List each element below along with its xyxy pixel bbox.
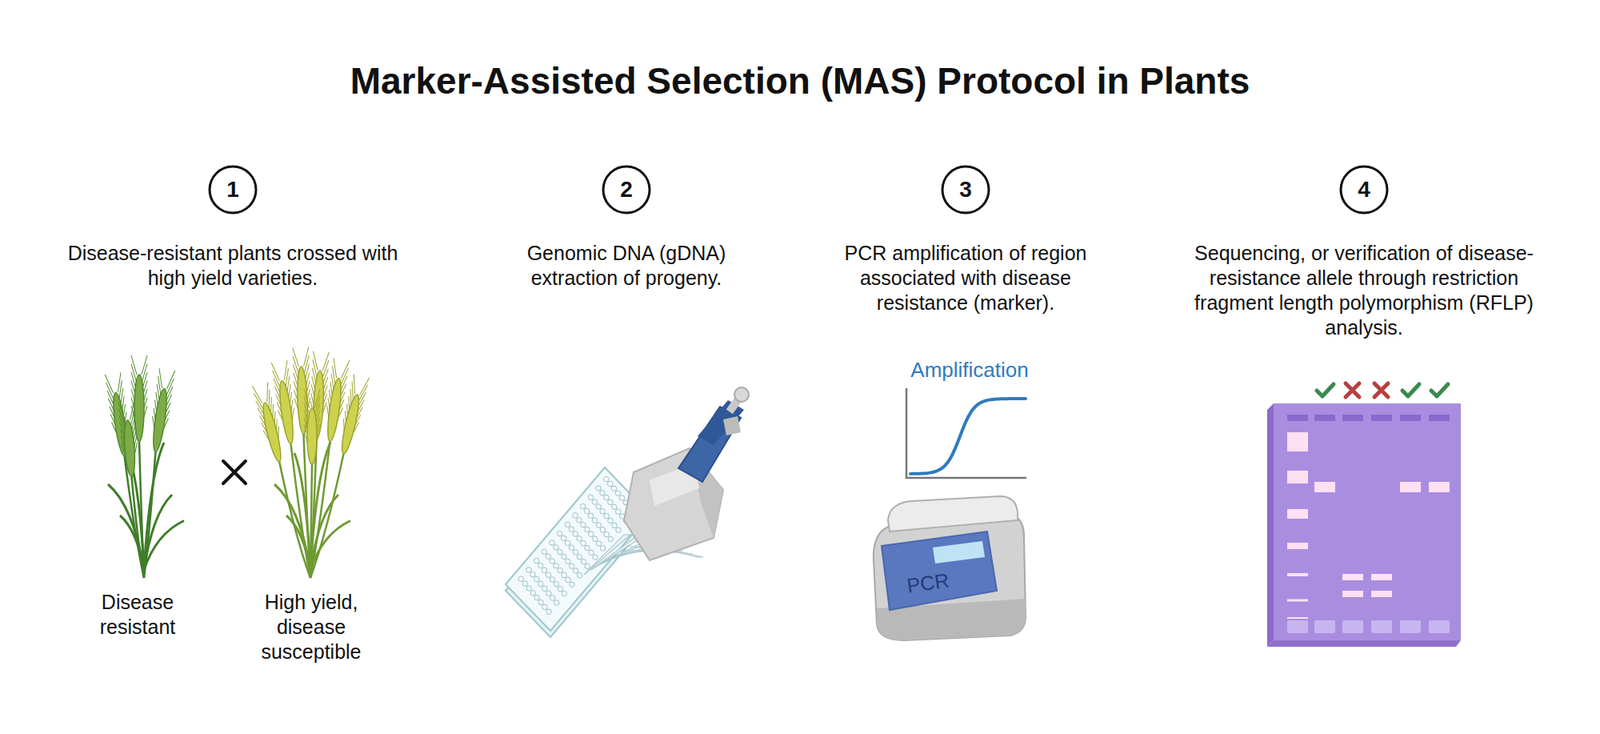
multichannel-pipette	[584, 387, 749, 575]
step-number: 2	[601, 164, 652, 215]
rflp-gel	[1267, 403, 1461, 647]
title: Marker-Assisted Selection (MAS) Protocol…	[0, 59, 1600, 103]
verdict-marks	[1316, 383, 1448, 397]
plant-label: High yield, disease susceptible	[243, 589, 380, 664]
step-circle: 3	[940, 164, 991, 215]
step-description: Sequencing, or verification of disease-r…	[1188, 240, 1540, 340]
step-description: Genomic DNA (gDNA) extraction of progeny…	[506, 240, 747, 291]
step-circle: 1	[208, 164, 258, 215]
cross-symbol	[223, 460, 246, 484]
step-circle: 4	[1339, 164, 1389, 215]
step-number: 1	[208, 164, 258, 215]
step-circle: 2	[601, 164, 652, 215]
amplification-plot	[906, 388, 1027, 478]
wheat-plants	[104, 347, 370, 578]
step-number: 3	[940, 164, 991, 215]
step-description: Disease-resistant plants crossed with hi…	[60, 240, 405, 291]
well-plate	[505, 467, 650, 637]
pcr-machine	[873, 496, 1026, 640]
plot-label: Amplification	[881, 356, 1058, 383]
plant-label: Disease resistant	[77, 589, 198, 640]
step-description: PCR amplification of region associated w…	[821, 240, 1110, 316]
step-number: 4	[1339, 164, 1389, 215]
